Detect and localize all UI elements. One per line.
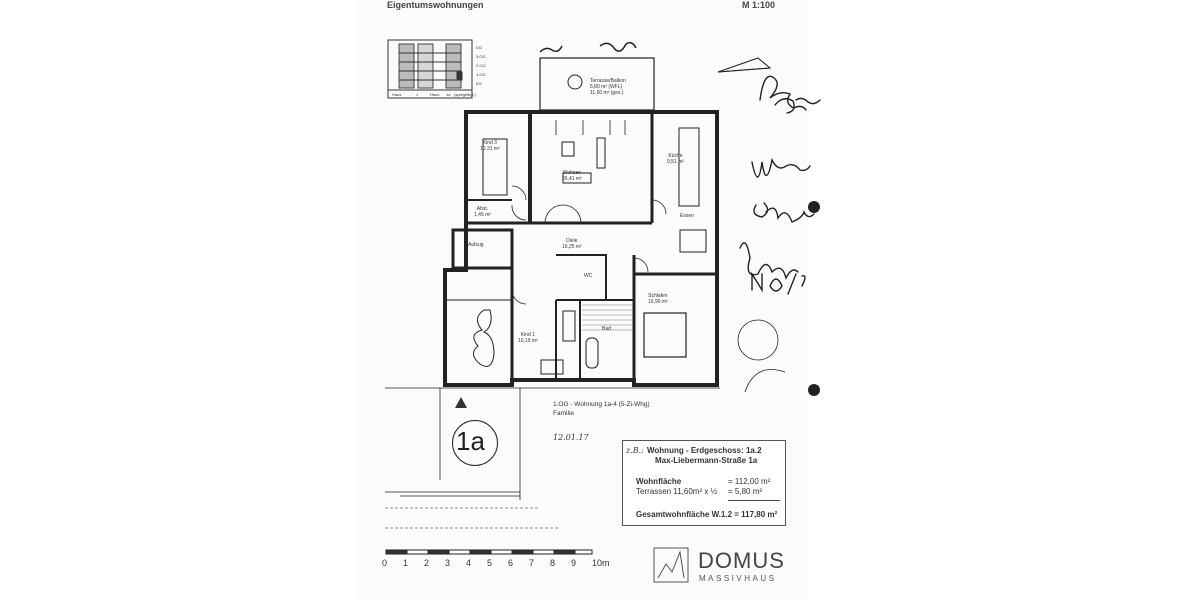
unit-circle — [452, 420, 498, 466]
scale-label: 7 — [529, 558, 535, 568]
keyplan-house-label: Haus — [392, 92, 402, 97]
summary-total: Gesamtwohnfläche W.1.2 = 117,80 m² — [636, 510, 778, 519]
key-plan-frame — [387, 39, 473, 99]
scale-label: 8 — [550, 558, 556, 568]
signature-2 — [751, 157, 811, 178]
scale-label: 10m — [592, 558, 610, 568]
signature-5 — [751, 271, 806, 295]
signature-1 — [759, 75, 807, 111]
keyplan-house-b: 1a — [446, 92, 451, 97]
scale-label: 1 — [403, 558, 409, 568]
unit-label: 1a — [456, 426, 485, 456]
apartment-note: 1.OG - Wohnung 1a-4 (5-Zi-Whg)Familie — [553, 401, 650, 417]
brand-logo-name: DOMUS — [698, 548, 785, 573]
summary-prefix: z.B.: — [626, 446, 644, 455]
scale-label: 3 — [445, 558, 451, 568]
keyplan-flip-note: (spiegelbgl.) — [454, 92, 476, 97]
room-essen: Essen — [680, 213, 694, 219]
summary-title-line2: Max-Liebermann-Straße 1a — [655, 456, 758, 465]
sheet-scale: M 1:100 — [742, 0, 776, 10]
scale-label: 4 — [466, 558, 472, 568]
brand-logo-sub: MASSIVHAUS — [699, 574, 777, 583]
summary-terrace-label: Terrassen 11,60m² x ½ — [636, 487, 718, 496]
scale-label: 9 — [571, 558, 577, 568]
room-wc: WC — [584, 273, 593, 279]
room-aufzug: Aufzug — [468, 242, 484, 248]
signature-3 — [753, 202, 815, 223]
summary-title-line1: Wohnung - Erdgeschoss: 1a.2 — [647, 446, 762, 455]
summary-living-label: Wohnfläche — [636, 477, 682, 486]
handwritten-date: 12.01.17 — [553, 433, 589, 442]
summary-living-value: = 112,00 m² — [728, 477, 771, 486]
keyplan-house-label-2: Haus — [430, 92, 440, 97]
scale-label: 2 — [424, 558, 430, 568]
keyplan-row-3og: 3.OG — [476, 54, 486, 59]
keyplan-row-1og: 1.OG — [476, 72, 486, 77]
area-summary-box — [622, 440, 786, 526]
signature-4 — [739, 242, 799, 281]
summary-rule — [728, 500, 780, 501]
scale-label: 0 — [382, 558, 388, 568]
keyplan-row-dg: DG — [476, 45, 482, 50]
signature-6 — [774, 97, 821, 114]
room-bad: Bad — [602, 326, 611, 332]
keyplan-house-a: 1 — [416, 92, 419, 97]
room-abstellraum: Abst.1,45 m² — [474, 206, 491, 218]
sheet-title: Eigentumswohnungen — [387, 0, 484, 10]
summary-terrace-value: = 5,80 m² — [728, 487, 763, 496]
scale-label: 6 — [508, 558, 514, 568]
scale-label: 5 — [487, 558, 493, 568]
keyplan-row-2og: 2.OG — [476, 63, 486, 68]
keyplan-row-eg: EG — [476, 81, 482, 86]
